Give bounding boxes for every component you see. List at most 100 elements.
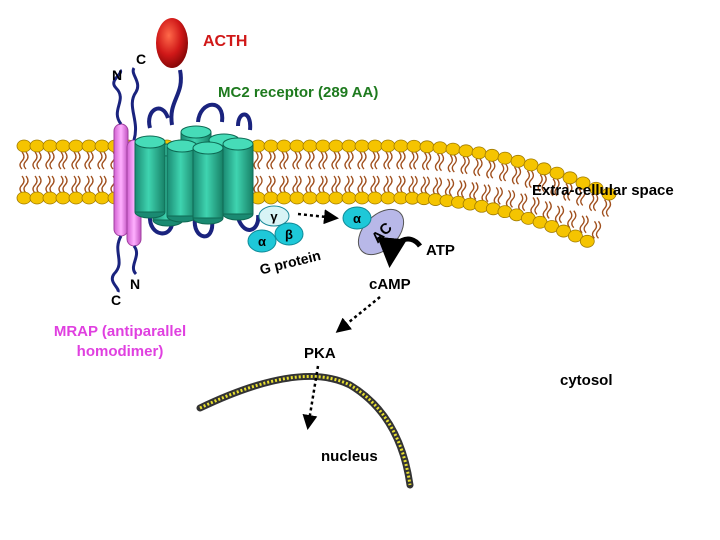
receptor-helix-cap [134, 135, 166, 149]
g-alpha-subunit [247, 229, 277, 253]
lipid-head [341, 191, 357, 205]
lipid-head [55, 191, 71, 205]
lipid-tail [481, 184, 491, 203]
lipid-tail [524, 170, 534, 189]
lipid-tail [434, 153, 445, 172]
lipid-tail [432, 177, 443, 196]
mc2-receptor [134, 69, 261, 239]
lipid-tail [579, 215, 589, 234]
cytosol-label: cytosol [560, 372, 613, 389]
lipid-tail [71, 151, 81, 170]
lipid-head [575, 176, 591, 190]
mrap1-c-terminus-label: C [111, 292, 122, 308]
camp-label: cAMP [369, 276, 411, 293]
lipid-head [523, 158, 539, 172]
lipid-tail [58, 151, 68, 170]
lipid-tail [370, 151, 380, 170]
lipid-head [549, 166, 565, 180]
lipid-tail [19, 151, 29, 170]
lipid-tail [588, 193, 599, 212]
lipid-head [497, 151, 513, 165]
lipid-tail [97, 151, 107, 170]
lipid-head [601, 187, 617, 201]
extracellular-label: Extra-cellular space [532, 182, 674, 199]
lipid-head [406, 139, 422, 153]
lipid-tail [408, 175, 418, 194]
lipid-head [16, 139, 32, 153]
lipid-tail [253, 175, 263, 194]
lipid-tail [45, 151, 55, 170]
receptor-helix-cap [180, 125, 212, 139]
lipid-head [68, 139, 84, 153]
lipid-tail [420, 176, 430, 195]
lipid-tail [563, 183, 573, 201]
lipid-bilayer [16, 139, 617, 248]
lipid-tail [567, 210, 577, 229]
lipid-head [289, 139, 305, 153]
lipid-tail [19, 175, 29, 194]
lipid-head [328, 139, 344, 153]
arrow-g-to-alpha [297, 209, 339, 225]
lipid-head [484, 148, 500, 162]
lipid-head [562, 171, 578, 185]
mrap1-n-terminus-label: N [112, 67, 123, 83]
g-alpha-free-subunit [342, 206, 372, 230]
lipid-tail [331, 151, 341, 170]
mrap2-c-terminus-label: C [136, 51, 147, 67]
pka-label: PKA [304, 345, 336, 362]
nucleus-label: nucleus [321, 448, 378, 465]
lipid-tail [542, 201, 552, 219]
lipid-tail [457, 180, 467, 198]
acth-label: ACTH [203, 33, 248, 50]
lipid-head [263, 139, 279, 153]
lipid-tail [279, 151, 289, 170]
nuclear-envelope-pattern [199, 375, 412, 486]
lipid-tail [32, 151, 42, 170]
lipid-head [341, 139, 357, 153]
lipid-head [328, 191, 344, 205]
lipid-tail [266, 151, 276, 170]
lipid-head [393, 139, 409, 153]
lipid-tail [518, 193, 528, 212]
lipid-tail [505, 189, 516, 208]
lipid-tail [493, 186, 503, 205]
atp-to-camp-arrow [377, 236, 423, 268]
lipid-head [471, 146, 487, 160]
lipid-head [29, 191, 45, 205]
lipid-head [556, 224, 571, 238]
lipid-tail [45, 175, 55, 194]
lipid-tail [421, 152, 432, 171]
receptor-helix [166, 145, 198, 217]
lipid-tail [486, 160, 496, 179]
g-alpha-text: α [258, 234, 266, 249]
receptor-helix-cap [192, 141, 224, 155]
g-gamma-text: γ [270, 209, 278, 224]
lipid-head [315, 191, 331, 205]
lipid-head [432, 141, 448, 155]
lipid-head [302, 191, 318, 205]
lipid-head [29, 139, 45, 153]
receptor-helix [192, 147, 224, 219]
lipid-head [16, 191, 32, 205]
receptor-helix [134, 141, 166, 213]
lipid-tail [305, 151, 315, 170]
lipid-tail [292, 151, 302, 170]
lipid-head [276, 139, 292, 153]
lipid-head [55, 139, 71, 153]
nuclear-envelope [196, 373, 414, 489]
lipid-tail [58, 175, 68, 194]
lipid-tail [537, 174, 547, 192]
lipid-head [354, 139, 370, 153]
lipid-tail [253, 151, 263, 170]
lipid-head [367, 191, 383, 205]
lipid-tail [396, 151, 406, 170]
mrap-label: MRAP (antiparallel homodimer) [53, 323, 187, 360]
lipid-head [81, 191, 97, 205]
g-alpha-free-text: α [353, 211, 361, 226]
lipid-tail [266, 175, 276, 194]
lipid-head [458, 144, 474, 158]
lipid-tail [473, 158, 483, 177]
lipid-tail [409, 151, 419, 170]
lipid-tail [444, 178, 455, 197]
